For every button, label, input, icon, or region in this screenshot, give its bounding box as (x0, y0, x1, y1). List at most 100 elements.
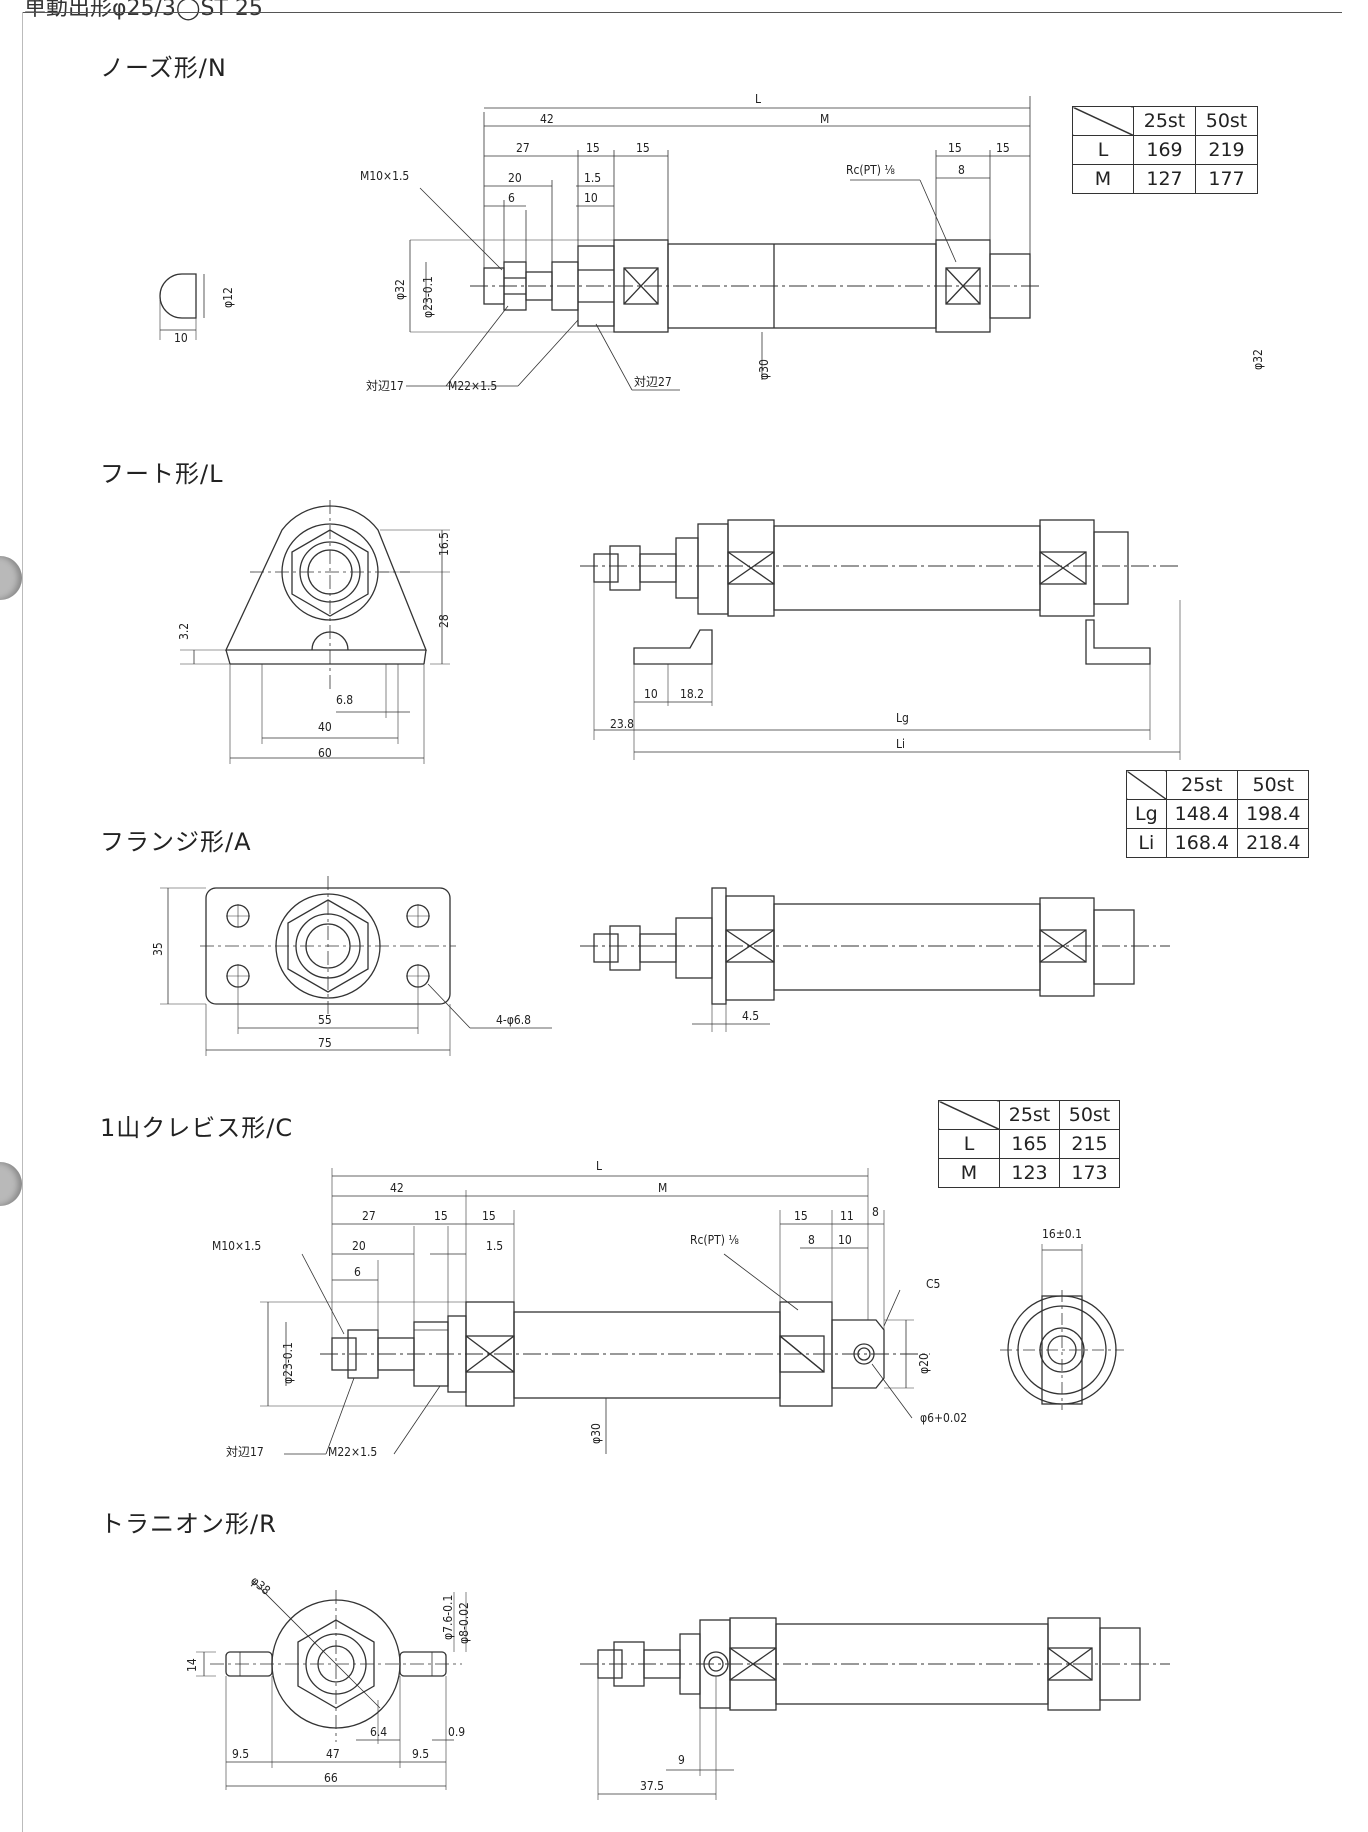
dim-label: 0.9 (448, 1725, 465, 1739)
page-header: 単動出形φ25/3◯ST 25 (24, 0, 263, 21)
dim-label: 27 (516, 141, 530, 155)
dim-label: 28 (437, 614, 451, 628)
dim-label: φ7.6-0.1 (441, 1595, 455, 1640)
dim-label: 15 (996, 141, 1010, 155)
dim-label: φ32 (393, 279, 407, 300)
dim-label: 15 (482, 1209, 496, 1223)
dim-label: Li (896, 737, 905, 751)
dim-label: 6.8 (336, 693, 353, 707)
dim-label: 75 (318, 1036, 332, 1050)
dim-label: 6 (508, 191, 515, 205)
dim-label: M10×1.5 (360, 169, 409, 183)
dim-label: 42 (540, 112, 554, 126)
section-title-clevis: 1山クレビス形/C (100, 1114, 294, 1142)
dim-label: Lg (896, 711, 909, 725)
dim-label: 35 (151, 942, 165, 956)
dim-label: 対辺17 (226, 1445, 264, 1459)
dim-label: 1.5 (584, 171, 601, 185)
dim-label: M22×1.5 (328, 1445, 377, 1459)
dim-label: M22×1.5 (448, 379, 497, 393)
dim-label: 6 (354, 1265, 361, 1279)
dim-label: 4-φ6.8 (496, 1013, 531, 1027)
dim-label: 4.5 (742, 1009, 759, 1023)
dim-label: φ20 (917, 1353, 931, 1374)
dim-label: φ30 (757, 359, 771, 380)
dim-label: 66 (324, 1771, 338, 1785)
dim-label: 10 (174, 331, 188, 345)
clevis-end-view (1000, 1244, 1124, 1410)
dim-label: φ32 (1251, 349, 1265, 370)
dim-label: 8 (872, 1205, 879, 1219)
section-title-trunnion: トラニオン形/R (100, 1510, 277, 1538)
dim-label: 10 (644, 687, 658, 701)
dim-label: 9 (678, 1753, 685, 1767)
margin-rule (22, 12, 23, 1832)
foot-front-view (180, 500, 450, 764)
dim-label: 11 (840, 1209, 854, 1223)
dim-label: Rc(PT) ⅛ (690, 1233, 739, 1247)
dim-label: 9.5 (232, 1747, 249, 1761)
punch-hole-icon (0, 1162, 22, 1206)
foot-side-view (580, 519, 1181, 760)
dim-label: M (820, 112, 829, 126)
section-title-foot: フート形/L (100, 460, 224, 488)
dim-label: 10 (838, 1233, 852, 1247)
dim-label: C5 (926, 1277, 940, 1291)
dim-label: 10 (584, 191, 598, 205)
dim-label: φ23-0.1 (421, 276, 435, 318)
dim-label: 8 (958, 163, 965, 177)
dim-label: 15 (948, 141, 962, 155)
dim-label: φ8-0.02 (457, 1602, 471, 1644)
dim-label: 55 (318, 1013, 332, 1027)
trunnion-front-view (196, 1579, 467, 1790)
dim-label: 14 (185, 1658, 199, 1672)
punch-hole-icon (0, 556, 22, 600)
dim-label: 対辺27 (634, 375, 672, 389)
dim-label: φ38 (248, 1574, 273, 1598)
dim-label: 47 (326, 1747, 340, 1761)
dim-label: 15 (794, 1209, 808, 1223)
dim-label: φ30 (589, 1423, 603, 1444)
dim-label: 16.5 (437, 532, 451, 556)
dim-label: 23.8 (610, 717, 634, 731)
dim-label: 60 (318, 746, 332, 760)
dim-label: 15 (434, 1209, 448, 1223)
section-title-nose: ノーズ形/N (100, 54, 227, 82)
dim-label: L (596, 1159, 602, 1173)
nose-side-view (406, 96, 1040, 391)
dim-label: 37.5 (640, 1779, 664, 1793)
dim-label: 27 (362, 1209, 376, 1223)
dim-label: 8 (808, 1233, 815, 1247)
dim-label: 20 (508, 171, 522, 185)
dim-label: 3.2 (177, 623, 191, 640)
dim-label: φ23-0.1 (281, 1342, 295, 1384)
dim-label: 対辺17 (366, 379, 404, 393)
dim-label: 6.4 (370, 1725, 387, 1739)
dim-label: 16±0.1 (1042, 1227, 1082, 1241)
dim-label: 1.5 (486, 1239, 503, 1253)
dim-label: 40 (318, 720, 332, 734)
dim-label: 42 (390, 1181, 404, 1195)
dim-label: M10×1.5 (212, 1239, 261, 1253)
section-title-flange: フランジ形/A (100, 828, 252, 856)
dim-label: L (755, 92, 761, 106)
dim-label: 15 (586, 141, 600, 155)
dim-label: 15 (636, 141, 650, 155)
dim-label: φ12 (221, 287, 235, 308)
header-rule (22, 12, 1342, 13)
dim-label: 9.5 (412, 1747, 429, 1761)
clevis-side-view (260, 1168, 930, 1455)
dim-label: Rc(PT) ⅛ (846, 163, 895, 177)
nose-key-view (159, 273, 205, 340)
dim-label: φ6+0.02 (920, 1411, 967, 1425)
